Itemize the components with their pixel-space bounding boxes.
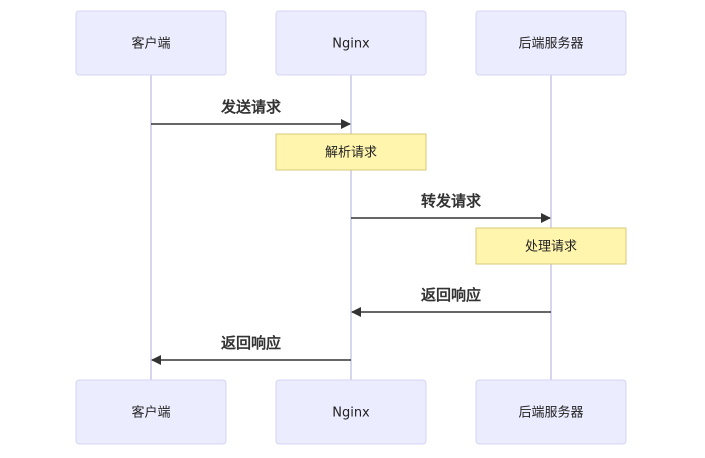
note-box-1: [275, 133, 427, 171]
actor-label-backend-top: 后端服务器: [518, 36, 583, 52]
note-label-3: 处理请求: [525, 240, 577, 255]
message-label-5: 返回响应: [221, 334, 281, 352]
actor-box-nginx-bottom: [275, 379, 427, 445]
actor-label-client-top: 客户端: [131, 36, 170, 52]
message-label-4: 返回响应: [421, 286, 481, 304]
actor-label-client-bottom: 客户端: [131, 405, 170, 421]
actor-box-client-top: [75, 10, 227, 76]
actor-box-nginx-top: [275, 10, 427, 76]
note-label-1: 解析请求: [325, 146, 377, 161]
message-label-0: 发送请求: [220, 98, 282, 116]
actor-label-nginx-top: Nginx: [332, 37, 370, 52]
message-label-2: 转发请求: [421, 192, 482, 210]
actor-box-backend-top: [475, 10, 627, 76]
actor-box-client-bottom: [75, 379, 227, 445]
note-box-3: [475, 227, 627, 265]
actor-label-nginx-bottom: Nginx: [332, 406, 370, 421]
actor-box-backend-bottom: [475, 379, 627, 445]
actor-label-backend-bottom: 后端服务器: [518, 405, 583, 421]
